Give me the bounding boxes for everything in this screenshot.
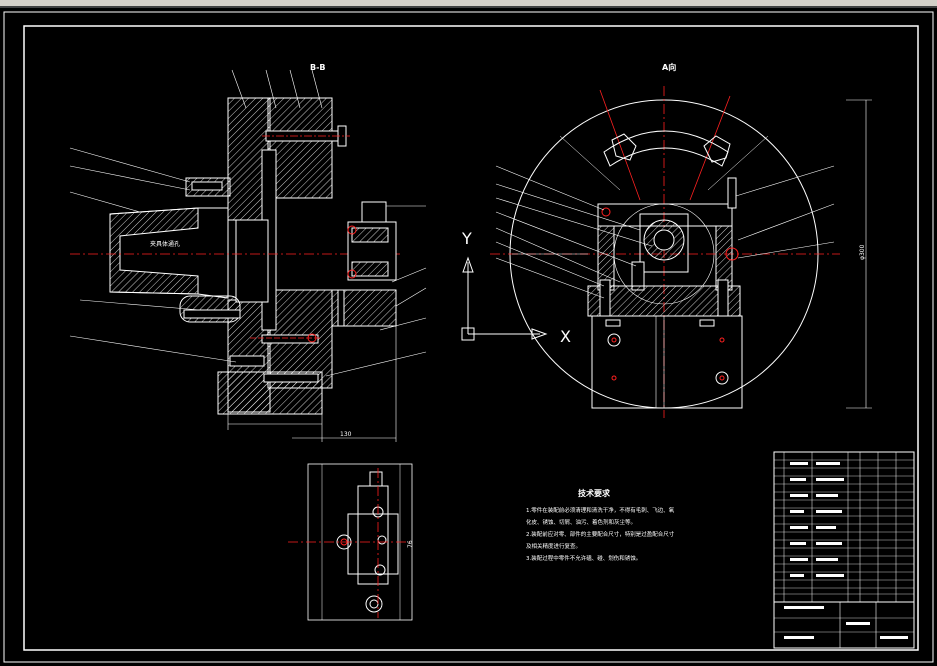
- inner-frame: [23, 25, 919, 651]
- parts-list-table: [773, 451, 915, 649]
- tech-note-2: 化皮、锈蚀、切屑、油污、着色剂和灰尘等。: [526, 518, 636, 526]
- dimension-bottom: 130: [340, 431, 352, 438]
- tech-note-3: 2.装配前应对零、部件的主要配合尺寸，特别是过盈配合尺寸: [526, 530, 675, 538]
- view-label: A向: [662, 62, 676, 72]
- section-view-bb[interactable]: B-B 夹具体通孔: [69, 63, 427, 442]
- tech-note-5: 3.装配过程中零件不允许磕、碰、划伤和锈蚀。: [526, 554, 641, 562]
- bore-label: 夹具体通孔: [150, 240, 180, 248]
- axis-y-label: Y: [461, 229, 472, 248]
- window-title-strip: [0, 0, 937, 6]
- tech-note-1: 1.零件在装配前必须清理和清洗干净，不得有毛刺、飞边、氧: [526, 506, 675, 514]
- view-a[interactable]: A向: [490, 62, 872, 418]
- technical-requirements: 技术要求 1.零件在装配前必须清理和清洗干净，不得有毛刺、飞边、氧 化皮、锈蚀、…: [526, 488, 675, 562]
- window-border: [0, 6, 937, 8]
- plan-view[interactable]: 76: [288, 463, 414, 621]
- coordinate-axes: Y X: [461, 229, 571, 346]
- dimension-right: φ300: [859, 244, 866, 260]
- tech-note-4: 及相关精度进行复查。: [526, 542, 581, 550]
- axis-x-label: X: [560, 327, 571, 346]
- tech-title: 技术要求: [578, 488, 611, 498]
- section-label: B-B: [310, 63, 326, 72]
- outer-frame: [3, 11, 934, 663]
- dimension-small: 76: [407, 540, 414, 548]
